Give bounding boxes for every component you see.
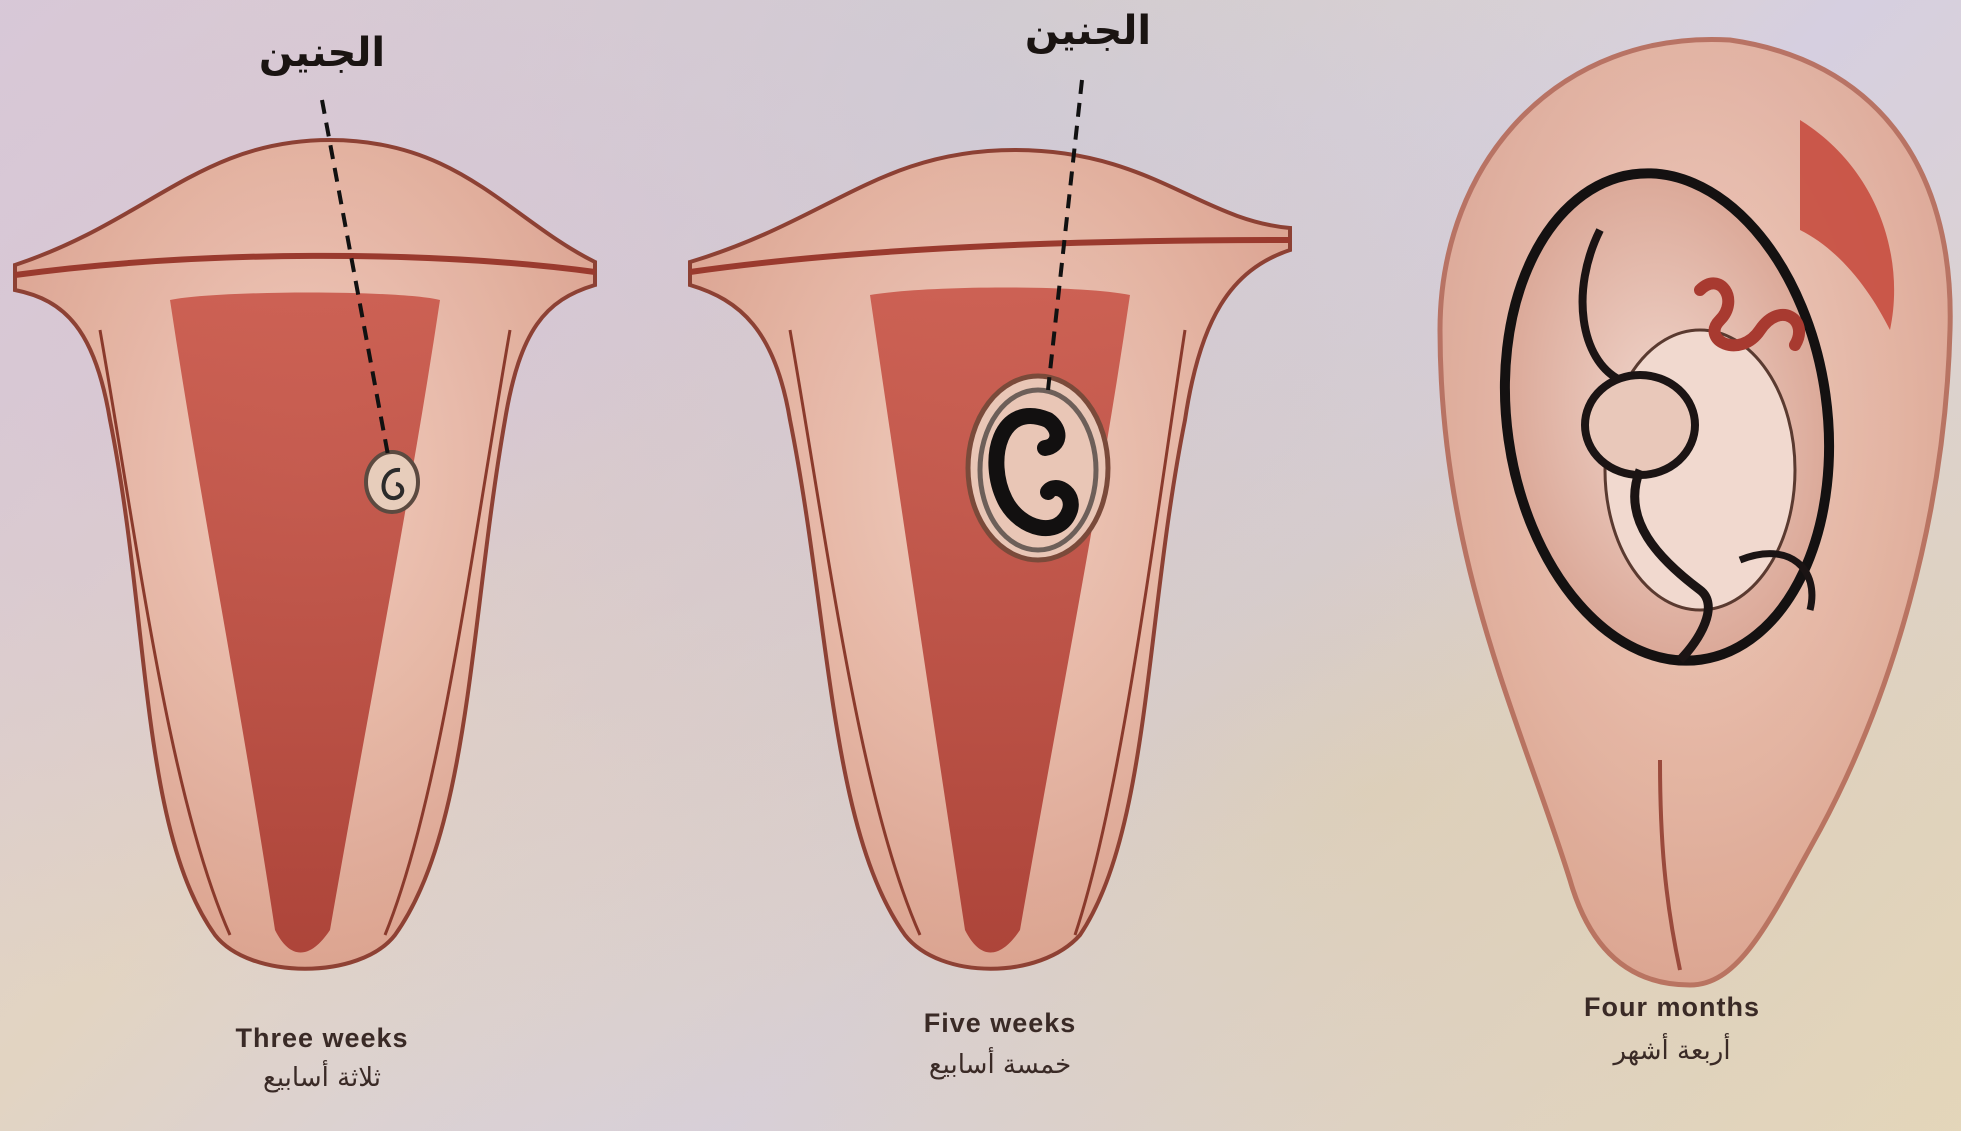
panel-1-title: الجنين <box>259 30 385 76</box>
embryo-three-weeks <box>366 452 418 512</box>
panel-2-title: الجنين <box>1025 8 1151 54</box>
panel-3-caption-ar: أربعة أشهر <box>1613 1036 1730 1066</box>
panel-3-caption-en: Four months <box>1584 992 1760 1023</box>
uterus-four-months <box>1440 39 1950 985</box>
panel-2-caption-en: Five weeks <box>924 1008 1077 1039</box>
uterus-five-weeks <box>690 80 1290 969</box>
panel-1-caption-en: Three weeks <box>235 1023 408 1054</box>
uterus-three-weeks <box>15 100 595 969</box>
panel-2-caption-ar: خمسة أسابيع <box>929 1050 1071 1080</box>
embryo-five-weeks <box>968 376 1108 560</box>
panel-1-caption-ar: ثلاثة أسابيع <box>263 1063 381 1093</box>
